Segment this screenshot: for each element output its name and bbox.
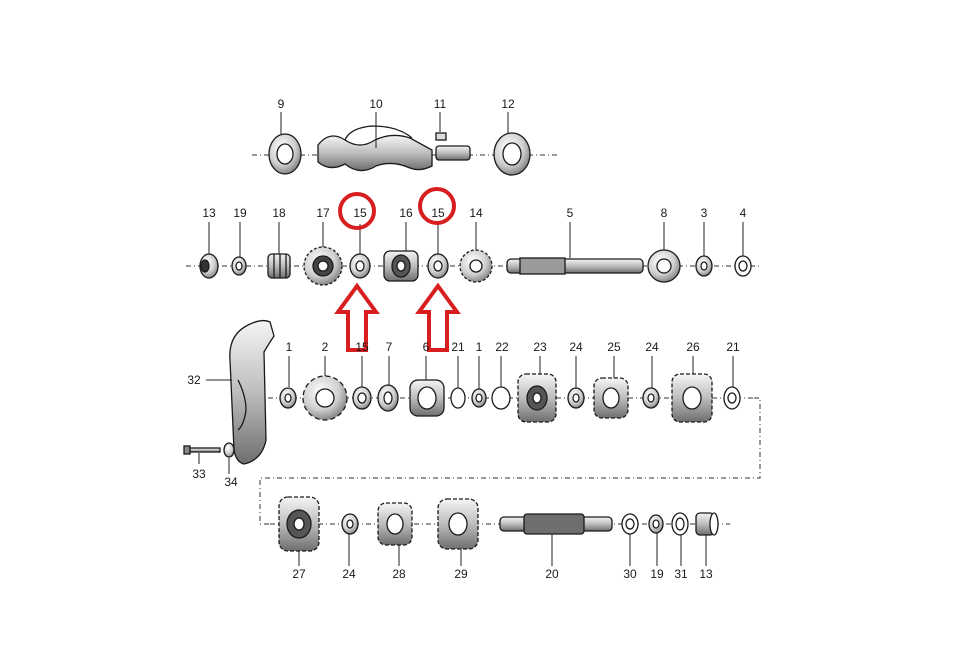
part-9-bearing xyxy=(268,133,302,175)
part-14-gear xyxy=(459,249,493,283)
part-6-bearing xyxy=(409,379,445,417)
label-24-third: 24 xyxy=(342,567,356,581)
part-3-nut xyxy=(695,255,713,277)
label-16: 16 xyxy=(399,206,413,220)
part-24-washer-b xyxy=(642,387,660,409)
label-15-third: 15 xyxy=(355,340,369,354)
label-3: 3 xyxy=(701,206,708,220)
label-4: 4 xyxy=(740,206,747,220)
label-19-second: 19 xyxy=(650,567,664,581)
label-13: 13 xyxy=(202,206,216,220)
label-28: 28 xyxy=(392,567,406,581)
part-19-washer xyxy=(231,256,247,276)
part-13-bearing-cap xyxy=(199,253,219,279)
label-14: 14 xyxy=(469,206,483,220)
label-30: 30 xyxy=(623,567,637,581)
part-11-pin xyxy=(435,132,471,161)
highlight-circle-15-first xyxy=(338,192,376,230)
part-10-shift-arm xyxy=(317,125,433,172)
label-33: 33 xyxy=(192,467,206,481)
highlight-circle-15-second xyxy=(418,187,456,225)
part-4-washer xyxy=(734,255,752,277)
row-bottom: 27 24 28 29 20 30 19 31 13 xyxy=(270,496,730,581)
part-24-washer-a xyxy=(567,387,585,409)
highlight-annotations xyxy=(334,187,461,352)
label-26: 26 xyxy=(686,340,700,354)
label-29: 29 xyxy=(454,567,468,581)
label-1: 1 xyxy=(286,340,293,354)
row-top: 9 10 11 12 xyxy=(252,97,560,176)
label-27: 27 xyxy=(292,567,306,581)
row-third: 32 33 34 xyxy=(183,319,754,489)
label-7: 7 xyxy=(386,340,393,354)
label-21-second: 21 xyxy=(726,340,740,354)
part-16-gear xyxy=(383,250,419,282)
label-8: 8 xyxy=(661,206,668,220)
label-24: 24 xyxy=(569,340,583,354)
label-6: 6 xyxy=(423,340,430,354)
label-22: 22 xyxy=(495,340,509,354)
label-10: 10 xyxy=(369,97,383,111)
part-26-gear xyxy=(671,373,713,423)
part-21-washer-b xyxy=(723,386,741,410)
part-17-gear xyxy=(303,246,343,286)
part-15-collar-a xyxy=(349,253,371,279)
label-17: 17 xyxy=(316,206,330,220)
label-19: 19 xyxy=(233,206,247,220)
label-34: 34 xyxy=(224,475,238,489)
connector-line xyxy=(259,397,761,525)
highlight-arrow-up-first xyxy=(334,282,380,352)
label-9: 9 xyxy=(278,97,285,111)
part-21-washer-a xyxy=(450,387,466,409)
label-15-second: 15 xyxy=(431,206,445,220)
label-21: 21 xyxy=(451,340,465,354)
label-24-second: 24 xyxy=(645,340,659,354)
part-1-washer-a xyxy=(279,387,297,409)
part-23-gear xyxy=(517,373,557,423)
part-15-collar-b xyxy=(427,253,449,279)
part-15-collar-c xyxy=(352,386,372,410)
part-34-nut xyxy=(223,442,235,458)
label-25: 25 xyxy=(607,340,621,354)
part-27-gear xyxy=(278,496,320,552)
label-1-second: 1 xyxy=(476,340,483,354)
label-18: 18 xyxy=(272,206,286,220)
highlight-arrow-up-second xyxy=(415,282,461,352)
part-24-washer-c xyxy=(341,513,359,535)
label-13-second: 13 xyxy=(699,567,713,581)
label-15-first: 15 xyxy=(353,206,367,220)
label-31: 31 xyxy=(674,567,688,581)
part-1-washer-b xyxy=(471,388,487,408)
part-19-washer-b xyxy=(648,514,664,534)
part-29-gear xyxy=(437,498,479,550)
part-7-seal xyxy=(377,384,399,412)
part-18-needle-bearing xyxy=(267,253,291,279)
part-31-ring xyxy=(671,512,689,536)
label-12: 12 xyxy=(501,97,515,111)
part-30-washer xyxy=(621,513,639,535)
label-32: 32 xyxy=(187,373,201,387)
part-2-sprocket xyxy=(302,375,348,421)
label-11: 11 xyxy=(434,97,447,111)
part-8-bearing xyxy=(647,249,681,283)
part-32-cover xyxy=(229,319,275,465)
part-33-bolt xyxy=(183,445,221,455)
label-2: 2 xyxy=(322,340,329,354)
label-23: 23 xyxy=(533,340,547,354)
row-second: 13 19 18 17 15 16 15 14 5 8 3 4 xyxy=(186,206,762,286)
part-5-shaft xyxy=(506,257,644,275)
part-22-washer xyxy=(491,386,511,410)
label-5: 5 xyxy=(567,206,574,220)
part-12-bearing xyxy=(493,132,531,176)
part-28-gear xyxy=(377,502,413,546)
part-20-shaft xyxy=(499,513,613,535)
part-13-bearing-cap-b xyxy=(695,512,719,536)
label-20: 20 xyxy=(545,567,559,581)
part-25-gear xyxy=(593,377,629,419)
